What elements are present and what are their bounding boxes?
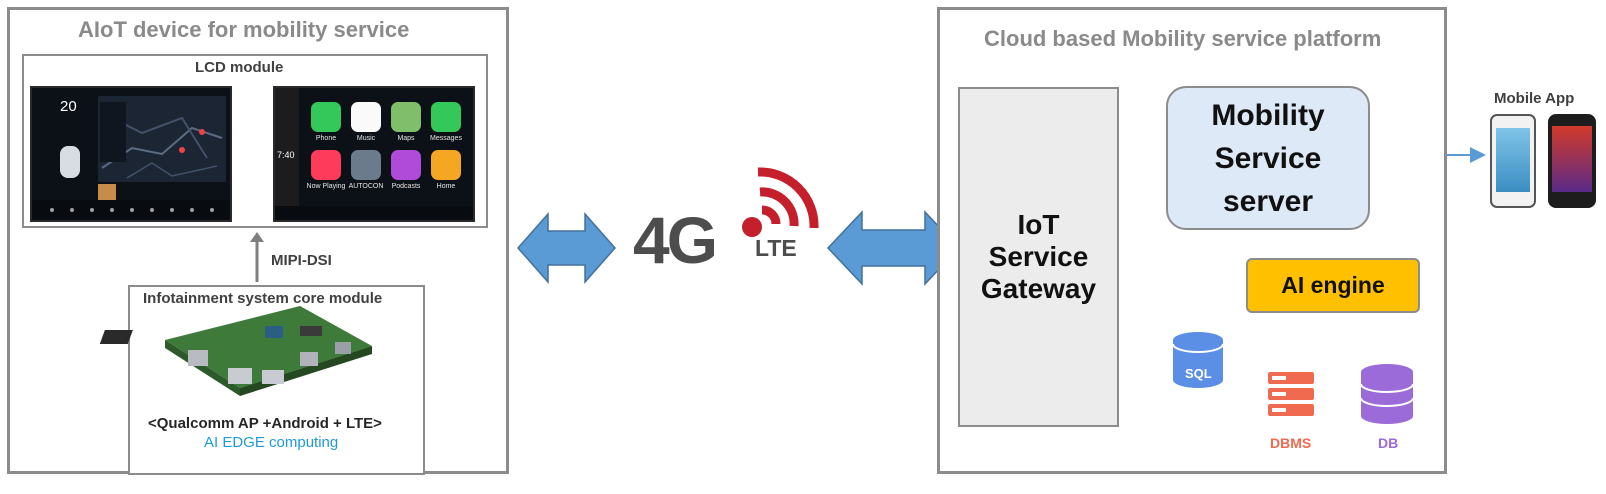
now-playing-app-icon[interactable]: [311, 150, 341, 180]
carplay-dock: [275, 88, 299, 208]
cloud-platform-title: Cloud based Mobility service platform: [984, 26, 1382, 51]
lte-text: LTE: [755, 235, 797, 261]
sql-label: SQL: [1185, 366, 1212, 381]
iot-service-gateway: IoT Service Gateway: [958, 87, 1119, 427]
gateway-line-3: Gateway: [980, 273, 1097, 304]
messages-app-icon[interactable]: [431, 102, 461, 132]
home-app-label: Home: [436, 183, 456, 190]
carplay-bottom-bar: [275, 206, 473, 220]
phone-app-label: Phone: [315, 135, 337, 142]
navigation-screen: 20: [30, 86, 232, 222]
dbms-label: DBMS: [1270, 435, 1312, 451]
server-line-2: Service: [1214, 141, 1322, 175]
mobility-service-server: Mobility Service server: [1166, 86, 1370, 230]
car-icon: [60, 146, 80, 178]
home-app-icon[interactable]: [431, 150, 461, 180]
lte-signal-dot: [742, 217, 762, 237]
phone-black-image: [1548, 114, 1596, 208]
music-app-icon[interactable]: [351, 102, 381, 132]
server-line-1: Mobility: [1211, 98, 1325, 132]
speed-readout: 20: [60, 98, 77, 115]
lte-signal-icon: [757, 167, 819, 229]
aiot-device-title: AIoT device for mobility service: [78, 17, 410, 42]
mobile-app-label: Mobile App: [1494, 90, 1575, 107]
autocon-app-icon[interactable]: [351, 150, 381, 180]
gateway-line-1: IoT: [1017, 209, 1060, 240]
4g-text: 4G: [633, 203, 718, 277]
db-label: DB: [1378, 435, 1399, 451]
messages-app-label: Messages: [430, 135, 462, 142]
carplay-screen: 7:40 Phone Music Maps Messages Now Playi…: [273, 86, 475, 222]
lcd-module-label: LCD module: [195, 59, 284, 76]
podcasts-app-icon[interactable]: [391, 150, 421, 180]
phone-app-icon[interactable]: [311, 102, 341, 132]
now-playing-app-label: Now Playing: [306, 183, 346, 190]
gateway-line-2: Service: [988, 241, 1089, 272]
carplay-time: 7:40: [277, 150, 295, 160]
media-thumbnail: [98, 184, 116, 202]
map-view: [32, 96, 230, 220]
mipi-dsi-label: MIPI-DSI: [271, 252, 332, 269]
core-spec-label: <Qualcomm AP +Android + LTE>: [148, 415, 382, 432]
podcasts-app-label: Podcasts: [391, 183, 421, 190]
music-app-label: Music: [356, 135, 376, 142]
maps-app-icon[interactable]: [391, 102, 421, 132]
device-network-double-arrow: [516, 212, 617, 284]
core-module-label: Infotainment system core module: [143, 290, 383, 307]
server-line-3: server: [1222, 184, 1314, 218]
maps-app-label: Maps: [397, 135, 415, 142]
phone-white-image: [1490, 114, 1536, 208]
ai-engine-box: AI engine: [1246, 258, 1420, 313]
autocon-app-label: AUTOCON: [348, 183, 384, 190]
ai-edge-label: AI EDGE computing: [204, 434, 339, 451]
